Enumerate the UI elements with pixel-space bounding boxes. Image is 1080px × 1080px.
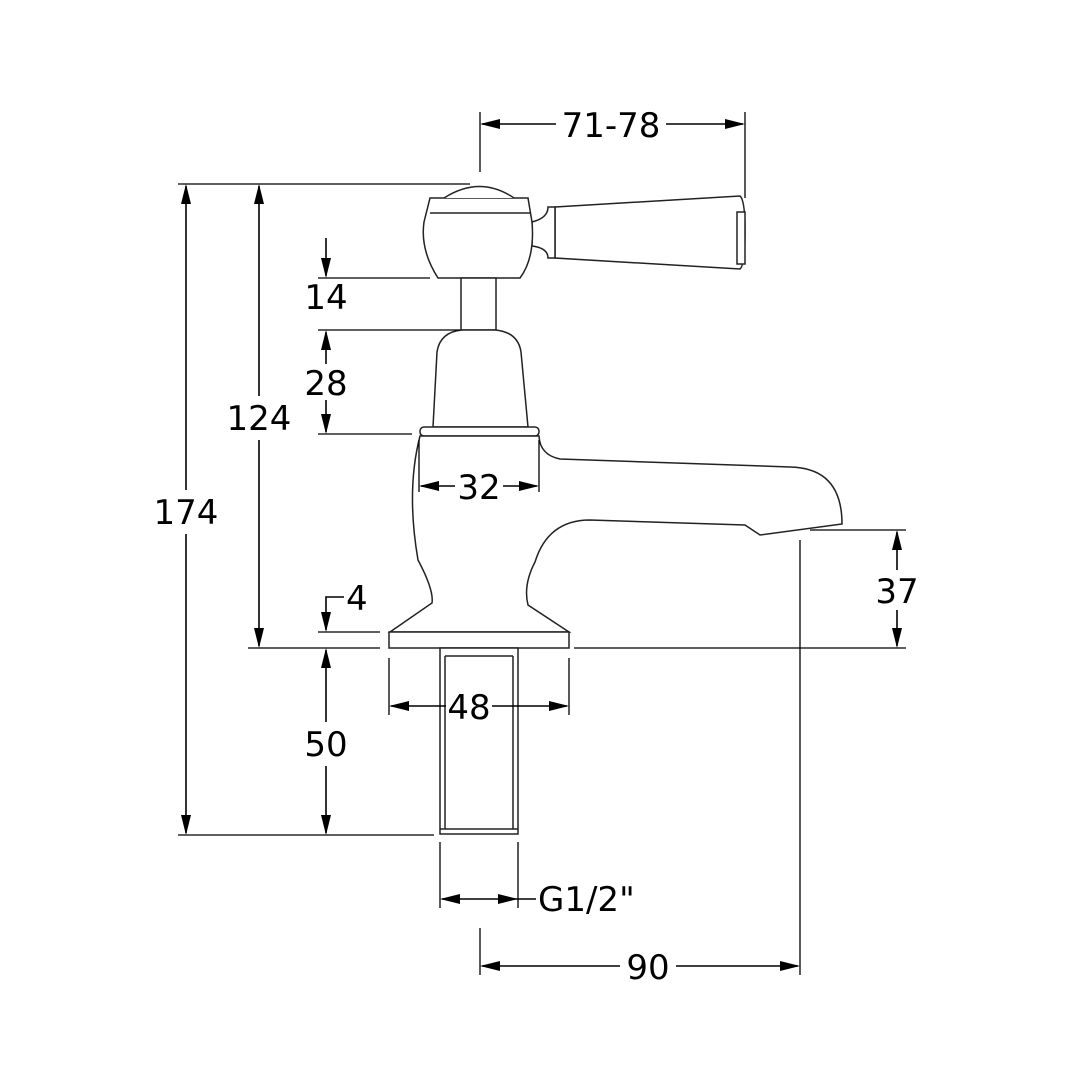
dimension-labels: 174 124 14 28 4 50 32 48 37 71-78 90 G1/… <box>150 104 922 988</box>
lever-handle <box>531 195 746 270</box>
handle-hub <box>422 185 534 279</box>
base-plate <box>388 631 570 649</box>
label-base-plate: 4 <box>346 579 368 619</box>
label-height-to-handle-top: 124 <box>227 399 292 439</box>
collar-ring <box>419 426 540 437</box>
label-thread-size: G1/2" <box>538 880 635 920</box>
label-tail-length: 50 <box>304 725 347 765</box>
label-overall-height: 174 <box>154 493 219 533</box>
label-body-head: 28 <box>304 364 347 404</box>
label-spout-reach: 90 <box>626 948 669 988</box>
label-spout-height: 37 <box>875 572 918 612</box>
label-handle-reach: 71-78 <box>562 106 661 146</box>
threaded-tail <box>439 647 519 835</box>
tap-outline <box>387 185 843 835</box>
extension-lines <box>178 112 906 975</box>
spindle <box>460 277 497 331</box>
body-spout <box>387 435 843 633</box>
label-body-width: 32 <box>457 468 500 508</box>
label-base-width: 48 <box>447 688 490 728</box>
bell-head <box>432 329 529 428</box>
label-handle-gap: 14 <box>304 278 347 318</box>
